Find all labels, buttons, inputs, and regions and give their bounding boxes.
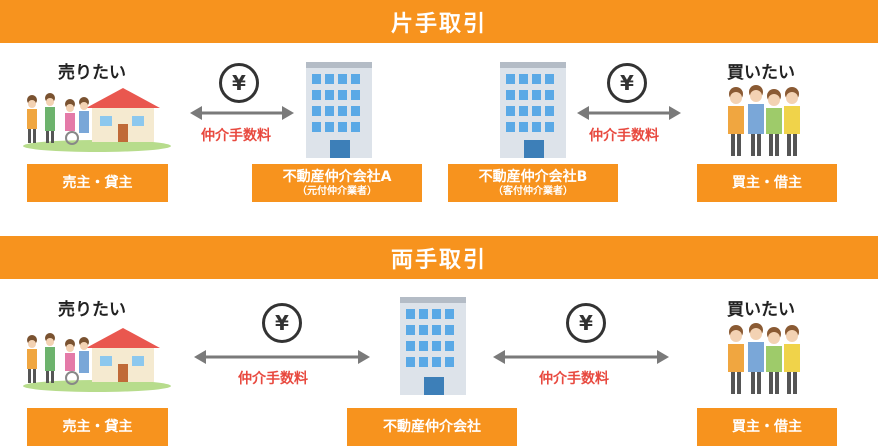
yen-coin-icon: ¥ (219, 63, 259, 103)
buyer-want-label: 買いたい (727, 300, 795, 320)
yen-coin-icon: ¥ (566, 303, 606, 343)
agent-a-name: 不動産仲介会社A (282, 169, 392, 185)
seller-box-label: 売主・貸主 (62, 175, 133, 191)
office-building-icon (400, 297, 466, 395)
agent-b-box: 不動産仲介会社B （客付仲介業者） (448, 164, 618, 202)
section-title: 両手取引 (390, 247, 487, 273)
section-header-one-sided: 片手取引 (0, 0, 878, 43)
agent-box: 不動産仲介会社 (347, 408, 517, 446)
office-building-icon (500, 62, 566, 158)
house-family-illustration (23, 328, 171, 392)
fee-label-left: 仲介手数料 (201, 128, 271, 144)
buyer-box: 買主・借主 (697, 408, 837, 446)
yen-coin-icon: ¥ (607, 63, 647, 103)
buyer-box-label: 買主・借主 (732, 175, 802, 191)
buyer-box: 買主・借主 (697, 164, 837, 202)
agent-b-name: 不動産仲介会社B (478, 169, 588, 185)
buyer-box-label: 買主・借主 (732, 419, 802, 435)
family-illustration (728, 85, 800, 156)
double-arrow-icon (493, 350, 669, 364)
fee-label-right: 仲介手数料 (539, 371, 609, 387)
seller-want-label: 売りたい (58, 300, 126, 320)
office-building-icon (306, 62, 372, 158)
buyer-want-label: 買いたい (727, 63, 795, 83)
fee-label-right: 仲介手数料 (589, 128, 659, 144)
double-arrow-icon (190, 106, 294, 120)
house-family-illustration (23, 88, 171, 152)
family-illustration (728, 323, 800, 394)
section-header-two-sided: 両手取引 (0, 236, 878, 279)
agent-a-sub: （元付仲介業者） (297, 186, 377, 197)
fee-label-left: 仲介手数料 (238, 371, 308, 387)
agent-b-sub: （客付仲介業者） (493, 186, 573, 197)
double-arrow-icon (194, 350, 370, 364)
agent-name: 不動産仲介会社 (383, 419, 481, 435)
seller-want-label: 売りたい (58, 63, 126, 83)
yen-coin-icon: ¥ (262, 303, 302, 343)
section-title: 片手取引 (390, 11, 487, 37)
seller-box: 売主・貸主 (27, 164, 168, 202)
seller-box-label: 売主・貸主 (62, 419, 133, 435)
seller-box: 売主・貸主 (27, 408, 168, 446)
agent-a-box: 不動産仲介会社A （元付仲介業者） (252, 164, 422, 202)
double-arrow-icon (577, 106, 681, 120)
